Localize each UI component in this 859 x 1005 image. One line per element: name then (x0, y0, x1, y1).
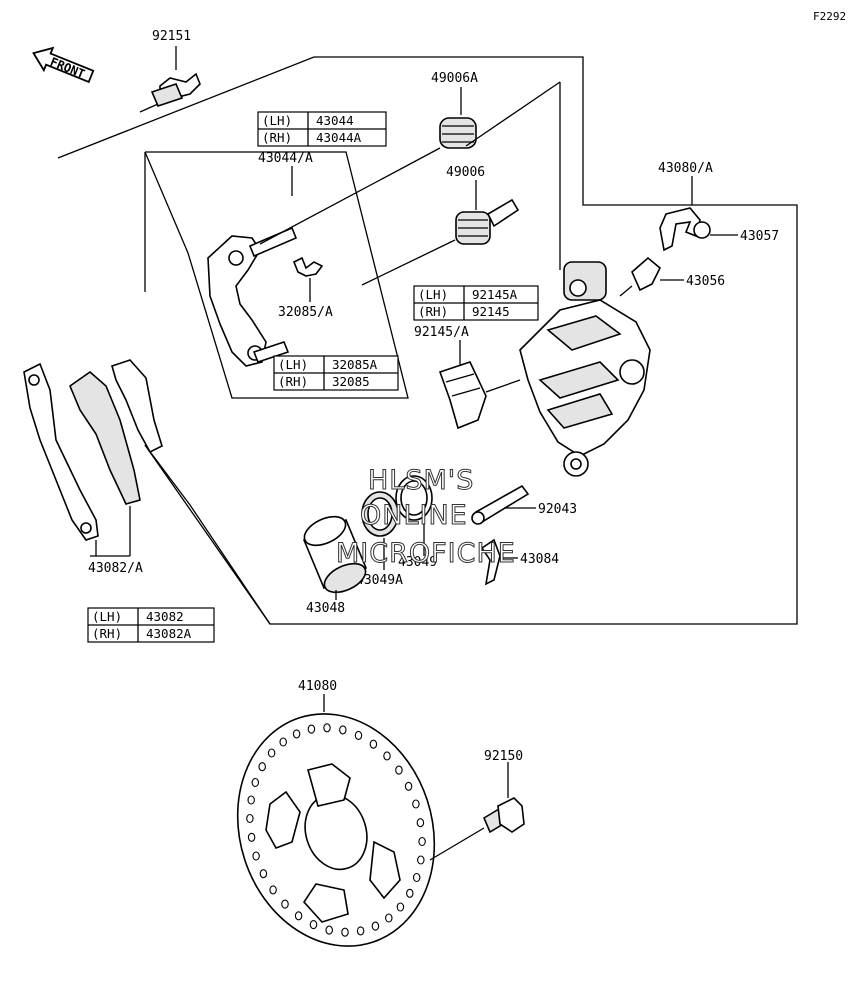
label-92151: 92151 (152, 29, 191, 44)
table-92145: (LH) 92145A (RH) 92145 (413, 285, 539, 321)
label-92150: 92150 (484, 749, 523, 764)
table-43044-rh-part: 43044A (316, 130, 362, 145)
label-43056: 43056 (686, 274, 725, 289)
label-43082A: 43082/A (88, 561, 143, 576)
table-92145-rh: (RH) (418, 304, 448, 319)
label-43080A: 43080/A (658, 161, 713, 176)
disc-hole (247, 832, 256, 842)
table-32085-lh: (LH) (278, 357, 308, 372)
table-43044: (LH) 43044 (RH) 43044A (257, 111, 387, 147)
label-92043: 92043 (538, 502, 577, 517)
disc-hole (404, 781, 413, 791)
label-43049A: 43049A (356, 573, 403, 588)
disc-hole (356, 926, 365, 936)
disc-hole (309, 920, 318, 930)
front-arrow-icon: FRONT (32, 46, 95, 84)
disc-hole (341, 927, 349, 937)
boot-49006A (439, 81, 561, 270)
disc-hole (267, 748, 276, 758)
label-41080: 41080 (298, 679, 337, 694)
disc-hole (416, 818, 425, 828)
disc-hole (259, 869, 268, 879)
disc-hole (323, 723, 331, 733)
caliper-body-43080 (519, 261, 651, 477)
assembly-outline (57, 56, 798, 625)
bolt-92150 (429, 762, 525, 861)
disc-hole (412, 799, 420, 809)
table-92145-lh: (LH) (418, 287, 448, 302)
pin-92043 (471, 484, 536, 525)
disc-holes (246, 723, 426, 937)
label-43048: 43048 (306, 601, 345, 616)
disc-hole (252, 851, 260, 861)
label-92145A: 92145/A (414, 325, 469, 340)
label-43044A: 43044/A (258, 151, 313, 166)
disc-hole (269, 885, 277, 895)
disc-hole (369, 739, 378, 749)
watermark-line-1: HLSM'S (368, 465, 474, 496)
table-32085-rh-part: 32085 (332, 374, 370, 389)
piston-43048 (302, 515, 368, 594)
disc-hole (371, 921, 380, 931)
disc-hole (396, 902, 405, 912)
disc-hole (406, 888, 414, 898)
table-32085: (LH) 32085A (RH) 32085 (273, 355, 399, 391)
brake-disc-41080 (236, 713, 436, 947)
disc-hole (325, 925, 333, 935)
bracket-box-outline (144, 151, 409, 399)
bleed-cap-43057 (659, 207, 738, 252)
disc-hole (281, 899, 289, 909)
label-32085A: 32085/A (278, 305, 333, 320)
pad-spring-92145 (438, 361, 521, 430)
table-43082-rh: (RH) (92, 626, 122, 641)
label-49006A: 49006A (431, 71, 478, 86)
disc-hole (247, 795, 255, 805)
bolt-92151 (139, 46, 201, 113)
disc-hole (294, 911, 303, 921)
disc-hole (417, 855, 425, 865)
seal-43049A (361, 491, 399, 537)
cotter-pin-43084 (480, 538, 518, 586)
table-43082-lh: (LH) (92, 609, 122, 624)
disc-hole (307, 724, 316, 734)
disc-hole (354, 730, 363, 740)
table-43044-lh-part: 43044 (316, 113, 354, 128)
disc-hole (418, 836, 426, 847)
disc-hole (251, 777, 260, 788)
disc-hole (246, 813, 254, 824)
disc-hole (258, 762, 266, 772)
label-43057: 43057 (740, 229, 779, 244)
brake-pads-43082 (23, 359, 163, 541)
disc-hole (412, 872, 421, 883)
label-49006: 49006 (446, 165, 485, 180)
table-43082: (LH) 43082 (RH) 43082A (87, 607, 215, 643)
table-43082-lh-part: 43082 (146, 609, 184, 624)
boot-49006 (361, 180, 520, 286)
disc-hole (292, 729, 301, 739)
table-43082-rh-part: 43082A (146, 626, 192, 641)
table-32085-lh-part: 32085A (332, 357, 378, 372)
bleed-valve-43056 (619, 256, 684, 297)
watermark-line-3: MICROFICHE (336, 538, 516, 569)
watermark: HLSM'S ONLINE MICROFICHE (336, 465, 516, 570)
label-43049: 43049 (398, 555, 437, 570)
table-92145-rh-part: 92145 (472, 304, 510, 319)
diagram-code: F2292 (813, 10, 846, 23)
caliper-bracket-43044 (207, 147, 441, 367)
table-43044-lh: (LH) (262, 113, 292, 128)
disc-hole (339, 725, 347, 735)
disc-hole (279, 737, 287, 747)
front-label: FRONT (48, 55, 87, 82)
table-43044-rh: (RH) (262, 130, 292, 145)
label-43084: 43084 (520, 552, 559, 567)
disc-hole (385, 913, 393, 923)
table-32085-rh: (RH) (278, 374, 308, 389)
disc-hole (383, 751, 391, 761)
watermark-line-2: ONLINE (360, 500, 468, 531)
clip-32085 (292, 256, 324, 302)
table-92145-lh-part: 92145A (472, 287, 518, 302)
disc-hole (395, 765, 403, 775)
seal-43049 (395, 475, 433, 521)
